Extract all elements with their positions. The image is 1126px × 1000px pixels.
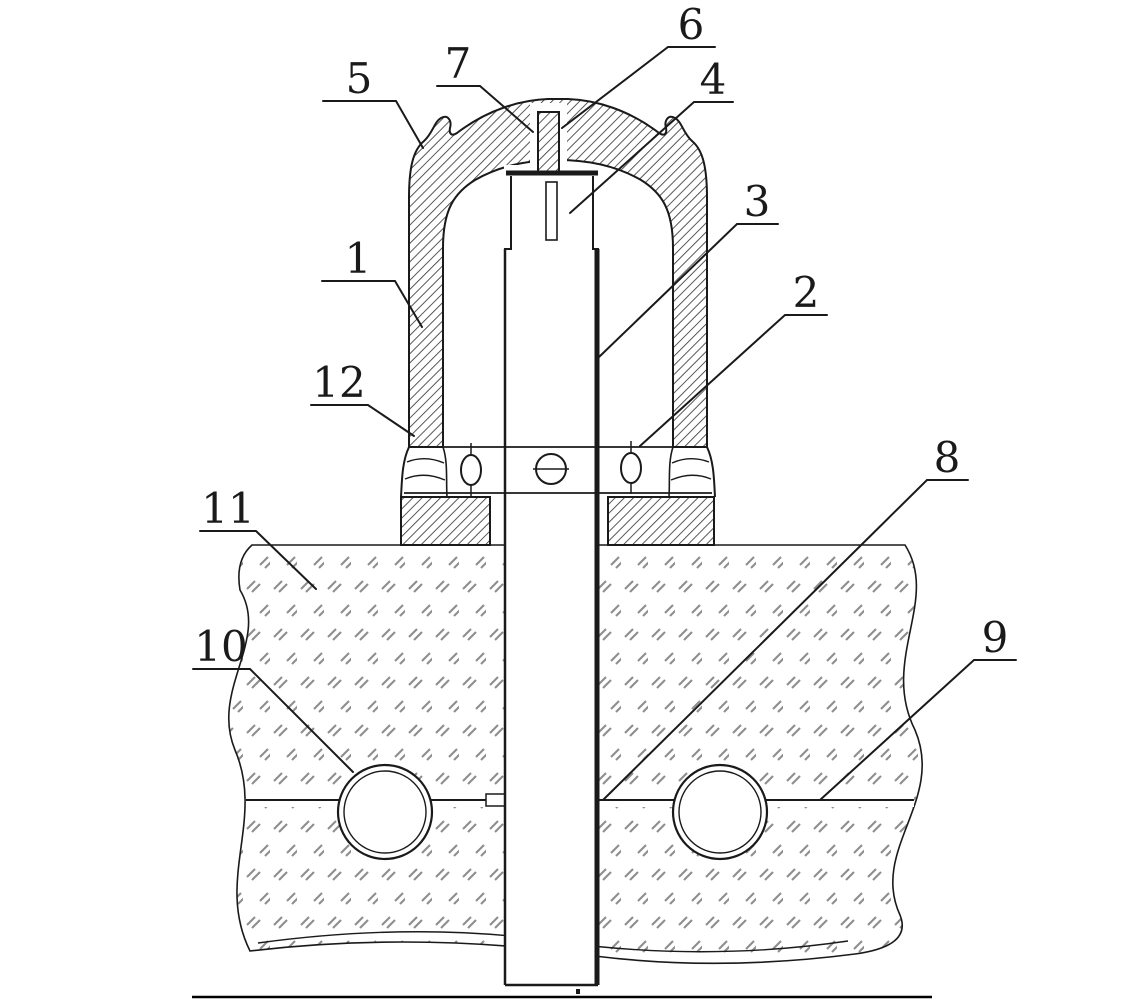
callout-7: 7 [436,39,534,133]
callout-8: 8 [602,433,969,801]
callout-label-11: 11 [201,484,254,533]
centerline-dot [576,989,580,994]
channel-tube-joint [485,793,506,807]
leader-line-3 [598,223,779,358]
callouts: 1 2 3 4 5 6 7 8 [192,0,1017,801]
leader-line-5 [322,100,424,149]
inner-rod [545,181,558,241]
leader-line-8 [602,479,969,801]
leader-line-12 [310,404,415,437]
callout-label-9: 9 [982,613,1009,662]
callout-11: 11 [199,484,317,590]
callout-1: 1 [321,234,423,328]
callout-9: 9 [819,613,1017,801]
callout-3: 3 [598,177,779,358]
callout-12: 12 [310,358,415,437]
callout-label-7: 7 [445,39,472,88]
callout-label-10: 10 [194,622,247,671]
bolt-holes [460,441,642,496]
buried-pipes [336,763,769,861]
leader-line-10 [192,668,354,773]
left-pipe-inner [343,770,427,854]
leader-line-4 [569,101,734,214]
leader-line-2 [639,314,828,447]
callout-6: 6 [561,0,716,129]
callout-label-4: 4 [700,55,727,104]
callout-label-1: 1 [345,234,372,283]
leader-line-1 [321,280,423,328]
bolt-right [620,452,642,484]
right-pipe-inner [678,770,762,854]
base-block-right [607,496,715,546]
leader-line-11 [199,530,317,590]
leader-line-6 [561,46,716,129]
tube-bore [504,165,599,985]
callout-10: 10 [192,622,354,773]
top-plug-assembly [506,103,598,241]
top-stud [537,111,560,173]
callout-label-2: 2 [793,268,820,317]
base-block-left [400,496,491,546]
callout-label-3: 3 [744,177,771,226]
leader-line-7 [436,85,534,133]
bolt-left [460,454,482,486]
callout-label-8: 8 [934,433,961,482]
callout-label-12: 12 [312,358,365,407]
callout-label-6: 6 [678,0,705,49]
leader-line-9 [819,659,1017,801]
casing-tube [503,165,600,987]
callout-label-5: 5 [346,54,373,103]
callout-2: 2 [639,268,828,447]
callout-5: 5 [322,54,424,149]
callout-4: 4 [569,55,734,214]
